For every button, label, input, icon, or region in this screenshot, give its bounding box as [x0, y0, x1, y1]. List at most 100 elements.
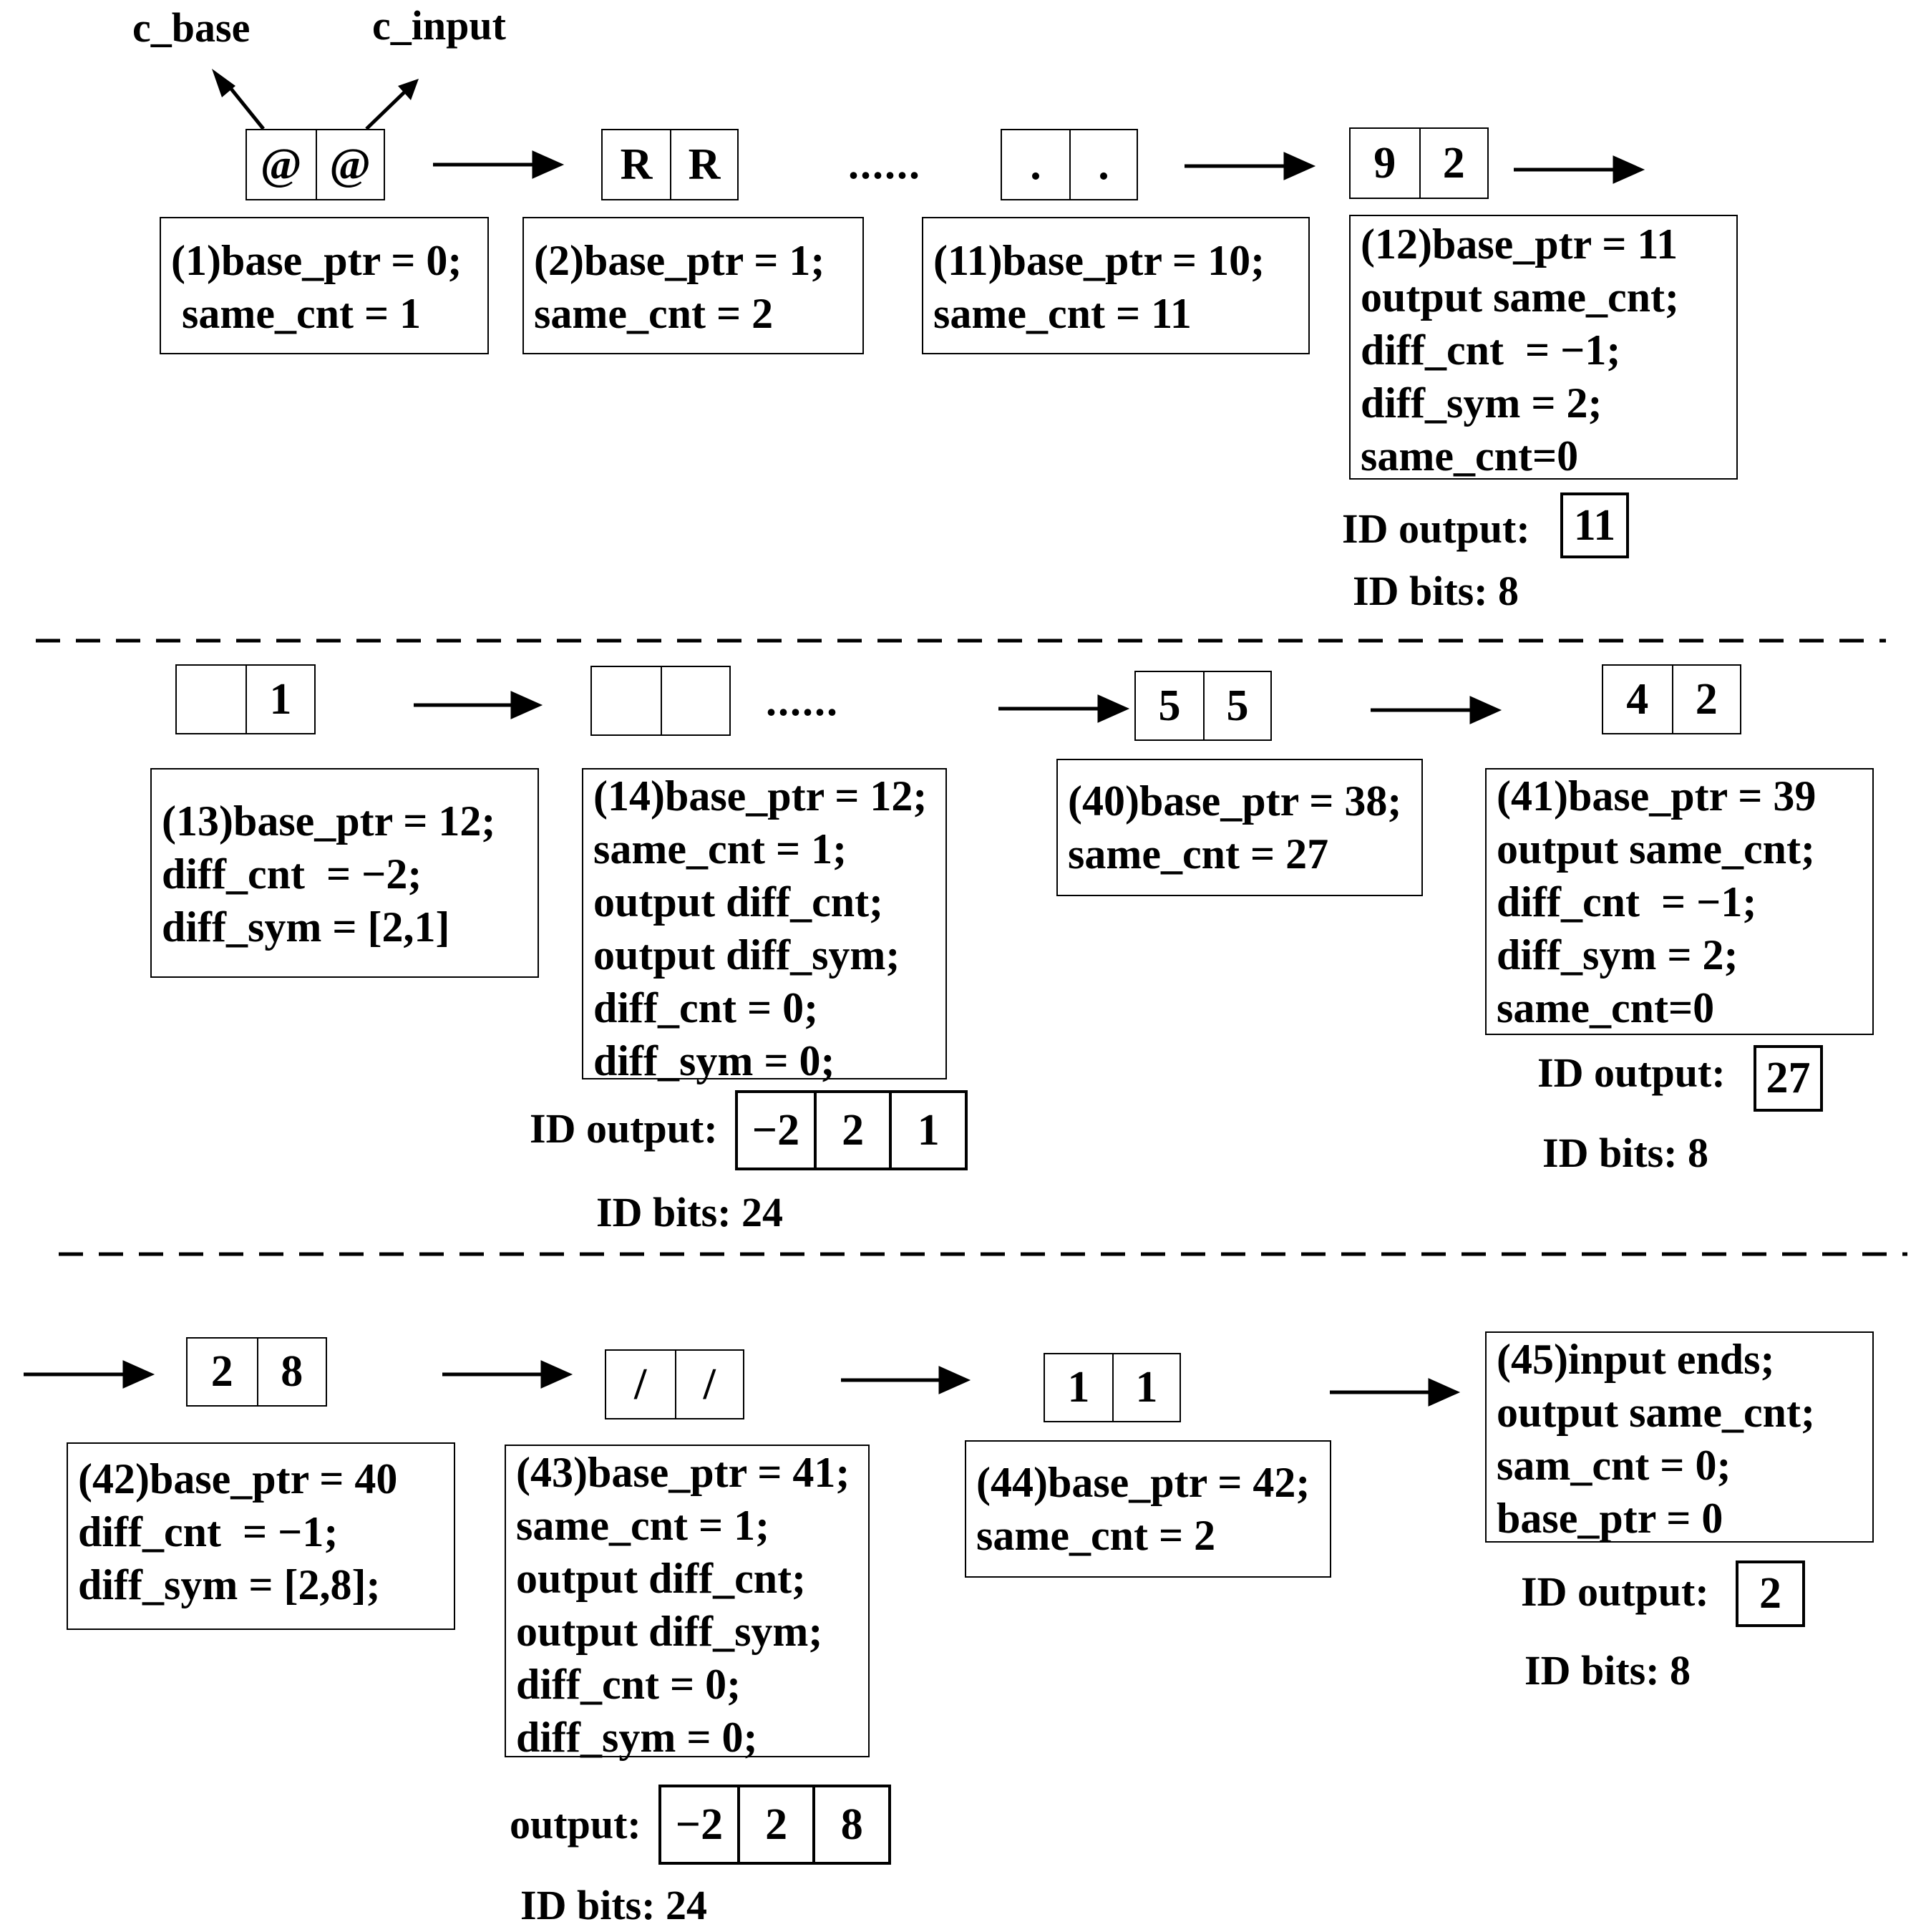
step-box-40: (40)base_ptr = 38; same_cnt = 27 [1056, 759, 1423, 896]
step-line: (41)base_ptr = 39 [1497, 772, 1817, 820]
step-line: (13)base_ptr = 12; [162, 797, 496, 845]
base-symbol [177, 666, 245, 733]
symbol-pair-11: . . [1001, 129, 1138, 200]
step-line: output diff_sym; [516, 1608, 823, 1655]
id-output-value: 2 [813, 1093, 890, 1168]
input-symbol [661, 667, 729, 734]
step-line: (2)base_ptr = 1; [534, 237, 825, 284]
id-bits: ID bits: 24 [596, 1189, 784, 1236]
id-output-box: 11 [1560, 492, 1629, 558]
step-line: output same_cnt; [1497, 825, 1815, 873]
input-symbol: @ [315, 130, 384, 199]
step-line: (44)base_ptr = 42; [976, 1459, 1310, 1506]
step-line: same_cnt = 1 [171, 290, 422, 337]
step-line: diff_sym = [2,8]; [78, 1561, 381, 1608]
step-line: same_cnt = 11 [933, 290, 1192, 337]
input-symbol: 1 [1112, 1354, 1180, 1421]
id-output-value: 2 [1759, 1569, 1781, 1618]
step-line: same_cnt=0 [1497, 984, 1715, 1031]
id-output-value: 27 [1766, 1054, 1811, 1102]
step-line: base_ptr = 0 [1497, 1495, 1723, 1542]
input-symbol: 5 [1203, 672, 1270, 739]
id-output-value: −2 [752, 1105, 800, 1155]
step-box-45: (45)input ends; output same_cnt; sam_cnt… [1485, 1331, 1874, 1543]
id-bits: ID bits: 8 [1353, 568, 1519, 614]
id-output-value: 11 [1573, 500, 1616, 550]
symbol-pair-13: 1 [175, 664, 316, 734]
symbol-pair-1: @ @ [245, 129, 385, 200]
step-line: (40)base_ptr = 38; [1068, 777, 1402, 825]
row2-arrows [414, 691, 1502, 724]
input-symbol: 2 [1419, 129, 1488, 198]
step-line: diff_sym = 0; [516, 1714, 758, 1761]
id-output-box: 2 [1736, 1560, 1805, 1627]
base-symbol: 9 [1373, 138, 1396, 188]
step-line: diff_cnt = −1; [1497, 878, 1757, 926]
c-input-pointer-arrow [365, 86, 411, 130]
output-label: output: [510, 1801, 641, 1848]
step-line: diff_sym = 0; [593, 1037, 835, 1084]
symbol-pair-43: / / [605, 1349, 744, 1419]
id-bits: ID bits: 8 [1524, 1647, 1691, 1694]
base-symbol: / [634, 1359, 647, 1409]
base-symbol: R [620, 140, 653, 189]
base-symbol: 4 [1626, 674, 1649, 724]
step-line: (45)input ends; [1497, 1336, 1775, 1383]
step-line: same_cnt=0 [1361, 432, 1579, 480]
base-symbol: 2 [210, 1347, 233, 1396]
id-output-value: 2 [736, 1787, 813, 1862]
step-line: diff_sym = 2; [1497, 931, 1738, 979]
step-box-2: (2)base_ptr = 1; same_cnt = 2 [522, 217, 864, 354]
step-line: (11)base_ptr = 10; [933, 237, 1265, 284]
c-base-pointer-arrow [226, 83, 265, 130]
ellipsis: ...... [848, 140, 921, 188]
step-box-11: (11)base_ptr = 10; same_cnt = 11 [922, 217, 1310, 354]
base-symbol: @ [260, 140, 302, 189]
step-line: same_cnt = 2 [534, 290, 774, 337]
id-output-box: 27 [1754, 1045, 1823, 1112]
id-output-label: ID output: [530, 1105, 718, 1152]
step-box-14: (14)base_ptr = 12; same_cnt = 1; output … [582, 768, 947, 1084]
step-line: output diff_cnt; [593, 878, 884, 926]
symbol-pair-14 [590, 666, 731, 736]
step-line: same_cnt = 27 [1068, 830, 1329, 878]
symbol-pair-42: 2 8 [186, 1337, 327, 1407]
symbol-pair-12: 9 2 [1349, 127, 1489, 199]
step-line: (14)base_ptr = 12; [593, 772, 928, 820]
step-line: (42)base_ptr = 40 [78, 1455, 398, 1503]
step-line: (12)base_ptr = 11 [1361, 220, 1678, 268]
symbol-pair-40: 5 5 [1134, 671, 1272, 741]
id-output-label: ID output: [1521, 1568, 1709, 1615]
step-line: same_cnt = 2 [976, 1512, 1216, 1559]
step-line: output same_cnt; [1497, 1389, 1815, 1436]
c-base-label: c_base [132, 4, 251, 51]
id-output-box: −2 2 8 [658, 1785, 891, 1865]
step-line: same_cnt = 1; [593, 825, 847, 873]
id-output-box: −2 2 1 [735, 1090, 968, 1170]
step-box-42: (42)base_ptr = 40 diff_cnt = −1; diff_sy… [67, 1442, 455, 1630]
input-symbol: / [674, 1351, 744, 1418]
step-line: output diff_sym; [593, 931, 900, 979]
symbol-pair-44: 1 1 [1044, 1353, 1181, 1422]
step-line: output diff_cnt; [516, 1555, 807, 1602]
id-output-label: ID output: [1537, 1049, 1726, 1096]
symbol-pair-2: R R [601, 129, 739, 200]
input-symbol: . [1069, 130, 1137, 199]
id-output-value: 8 [812, 1787, 888, 1862]
input-symbol: 1 [245, 666, 314, 733]
step-box-13: (13)base_ptr = 12; diff_cnt = −2; diff_s… [150, 768, 539, 978]
step-line: diff_sym = [2,1] [162, 903, 450, 951]
id-bits: ID bits: 8 [1542, 1130, 1709, 1176]
row1-arrows [433, 150, 1645, 184]
step-box-1: (1)base_ptr = 0; same_cnt = 1 [160, 217, 489, 354]
step-box-12: (12)base_ptr = 11 output same_cnt; diff_… [1349, 215, 1738, 480]
step-line: diff_sym = 2; [1361, 379, 1603, 427]
ellipsis: ...... [766, 677, 839, 724]
id-output-label: ID output: [1342, 505, 1530, 552]
symbol-pair-41: 4 2 [1602, 664, 1741, 734]
step-box-41: (41)base_ptr = 39 output same_cnt; diff_… [1485, 768, 1874, 1035]
step-line: (43)base_ptr = 41; [516, 1449, 850, 1496]
input-symbol: R [670, 130, 737, 199]
step-line: sam_cnt = 0; [1497, 1442, 1731, 1489]
